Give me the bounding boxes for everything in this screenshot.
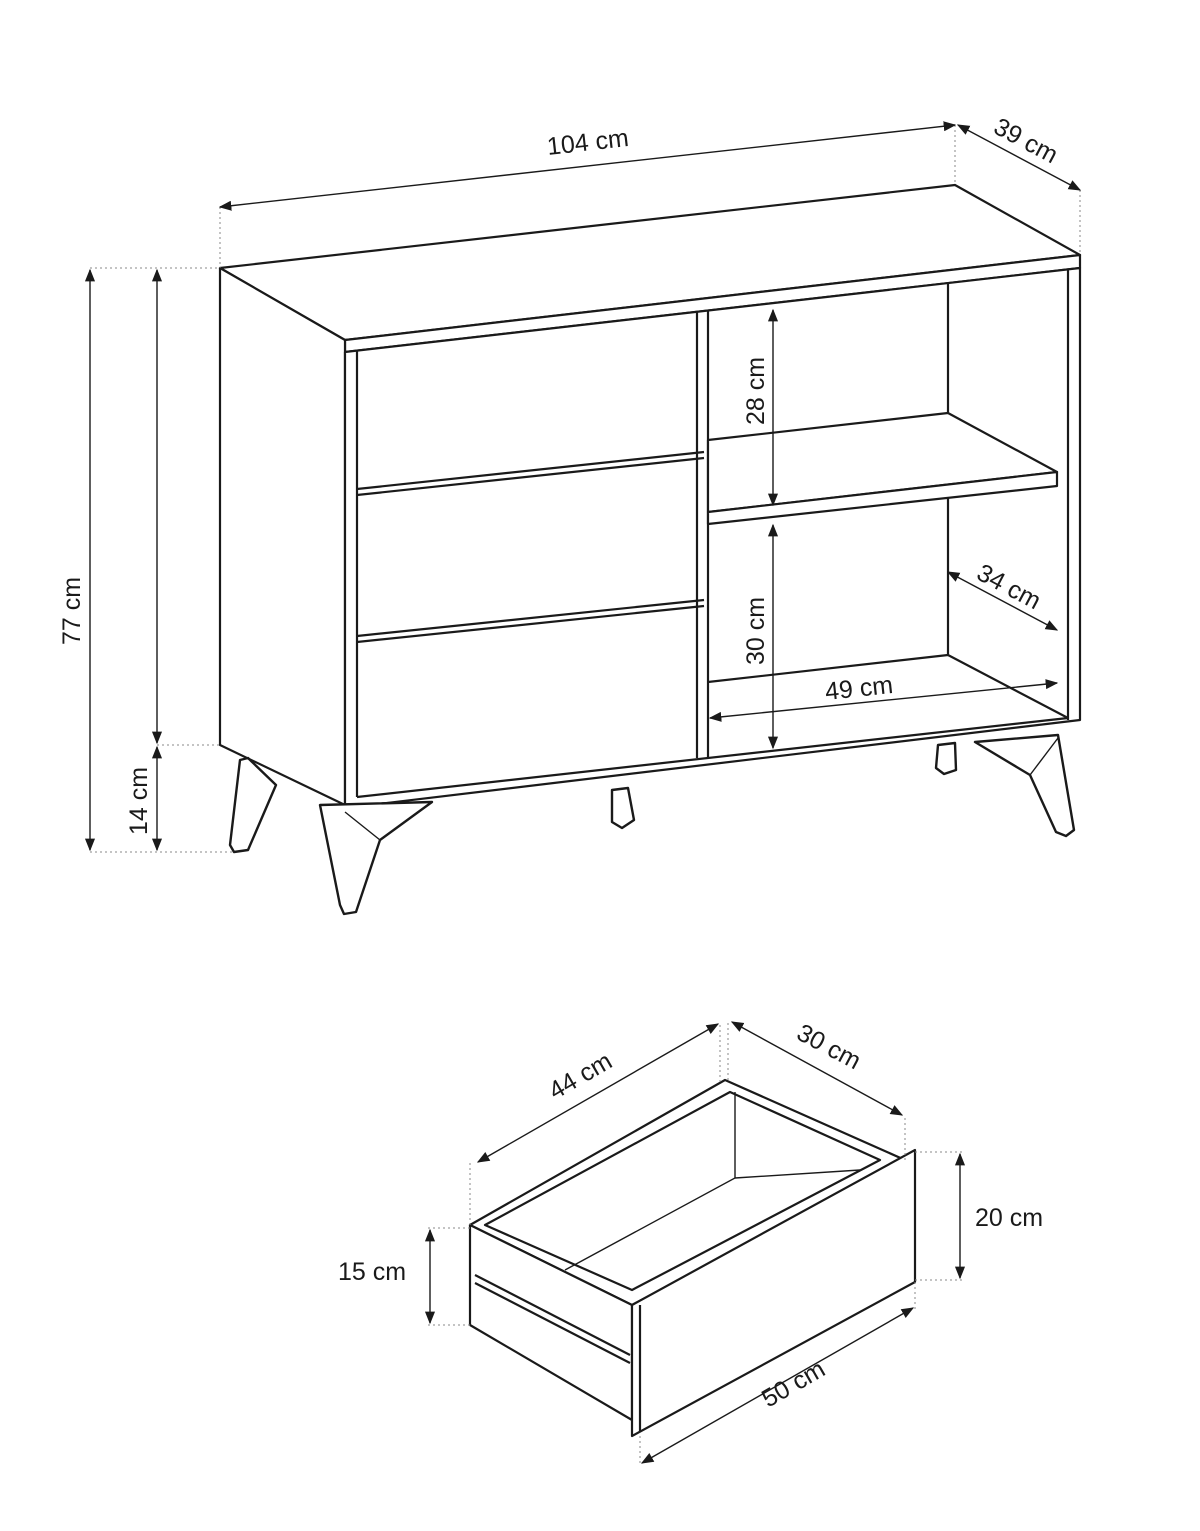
drawer-width-label: 50 cm xyxy=(757,1355,830,1413)
leg-front-middle xyxy=(318,800,434,916)
drawer-side-height-label: 15 cm xyxy=(338,1258,406,1286)
leg-height-label: 14 cm xyxy=(125,767,153,835)
left-side-panel xyxy=(218,266,347,807)
width-label: 104 cm xyxy=(546,124,631,161)
leg-front-left xyxy=(228,756,278,854)
drawer xyxy=(468,1078,917,1438)
leg-back-right xyxy=(934,741,958,776)
leg-front-right xyxy=(973,733,1076,838)
drawer-length-label: 44 cm xyxy=(544,1047,617,1105)
drawer-front-height-label: 20 cm xyxy=(975,1204,1043,1232)
height-label: 77 cm xyxy=(58,577,86,645)
front-body xyxy=(343,266,1082,810)
drawer-guides xyxy=(428,1020,962,1465)
drawer-depth-label: 30 cm xyxy=(792,1019,865,1076)
sideboard xyxy=(218,183,1082,916)
drawer-split-1 xyxy=(356,456,705,497)
drawer-split-2 xyxy=(356,604,705,644)
lower-compartment-height-label: 30 cm xyxy=(742,597,770,665)
upper-compartment-height-label: 28 cm xyxy=(742,357,770,425)
leg-back-middle xyxy=(610,786,636,830)
